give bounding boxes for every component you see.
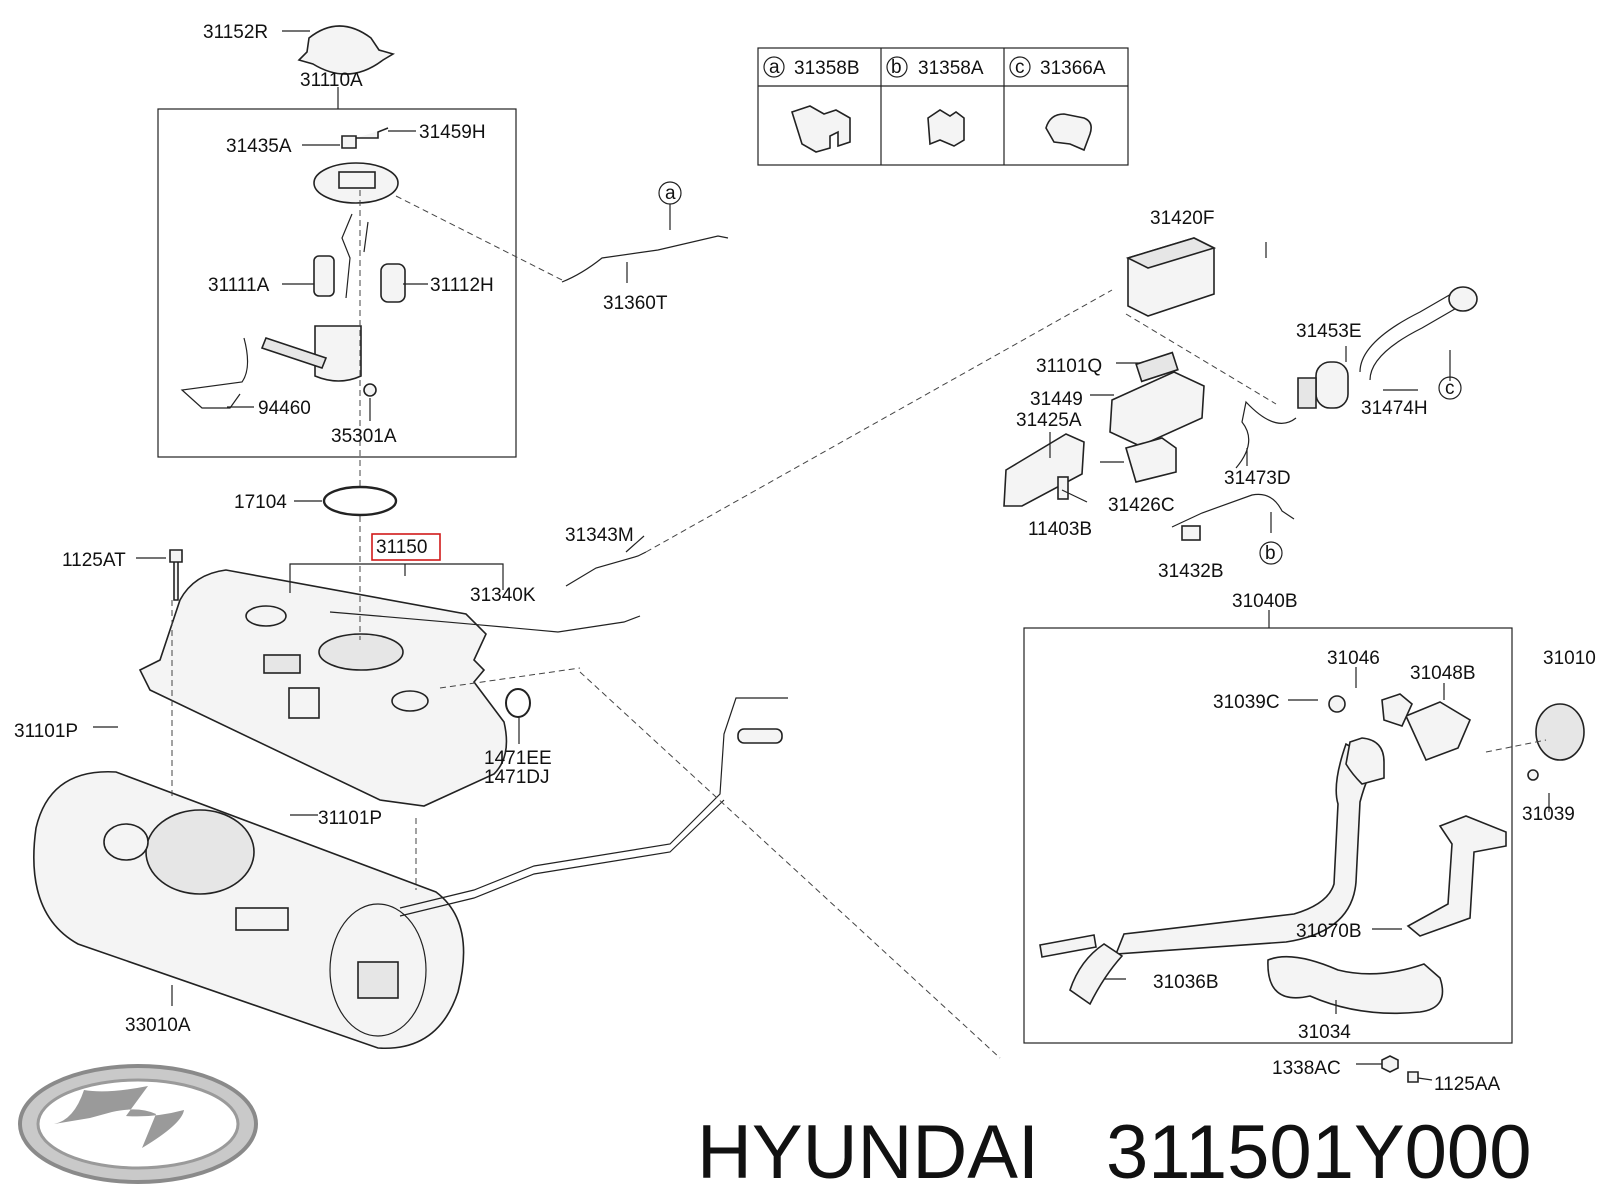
label-31112h: 31112H xyxy=(430,275,494,296)
label-31150: 31150 xyxy=(376,537,427,558)
label-31152r: 31152R xyxy=(203,22,268,43)
fuel-pump-module-group xyxy=(157,25,517,458)
lower-tank-drawing xyxy=(33,697,788,1049)
label-31474h: 31474H xyxy=(1361,398,1428,419)
callout-b-circle xyxy=(1259,541,1283,565)
label-17104: 17104 xyxy=(234,492,287,513)
brand-name: HYUNDAI xyxy=(697,1110,1039,1195)
legend-code-b: 31358A xyxy=(918,58,984,79)
legend-code-a: 31358B xyxy=(794,58,860,79)
clip-a-drawing xyxy=(791,105,851,153)
label-31340k: 31340K xyxy=(470,585,536,606)
leader-lines xyxy=(93,30,1550,1081)
legend-code-c: 31366A xyxy=(1040,58,1106,79)
legend-letter-c: c xyxy=(1015,57,1025,78)
label-33010a: 33010A xyxy=(125,1015,191,1036)
label-94460: 94460 xyxy=(258,398,311,419)
label-31039: 31039 xyxy=(1522,804,1575,825)
hyundai-logo-icon xyxy=(18,1064,258,1184)
highlight-box-31150 xyxy=(371,533,441,561)
hose-clamp-drawing xyxy=(505,688,531,718)
clip-b-drawing xyxy=(927,109,965,147)
label-31343m: 31343M xyxy=(565,525,634,546)
connector-drawing xyxy=(341,127,389,149)
callout-a-letter: a xyxy=(665,183,676,204)
nut-1338ac-drawing xyxy=(1381,1055,1399,1073)
legend-letter-b: b xyxy=(891,57,902,78)
label-31040b: 31040B xyxy=(1232,591,1298,612)
label-31473d: 31473D xyxy=(1224,468,1291,489)
callout-c-letter: c xyxy=(1445,378,1455,399)
label-31111a: 31111A xyxy=(208,275,270,296)
label-31046: 31046 xyxy=(1327,648,1380,669)
label-31039c: 31039C xyxy=(1213,692,1280,713)
clip-c-drawing xyxy=(1045,113,1092,152)
label-31426c: 31426C xyxy=(1108,495,1175,516)
lock-ring-drawing xyxy=(297,25,395,75)
label-31048b: 31048B xyxy=(1410,663,1476,684)
label-31360t: 31360T xyxy=(603,293,668,314)
filler-neck-group xyxy=(1023,627,1585,1044)
fuel-sender-drawing xyxy=(180,337,249,409)
label-31101p-upper: 31101P xyxy=(14,721,78,742)
label-31101p-lower: 31101P xyxy=(318,808,382,829)
label-31036b: 31036B xyxy=(1153,972,1219,993)
label-1471dj: 1471DJ xyxy=(484,767,550,788)
pump-reservoir-drawing xyxy=(314,325,362,382)
part-number: 311501Y000 xyxy=(1106,1110,1531,1195)
label-31453e: 31453E xyxy=(1296,321,1362,342)
label-31110a: 31110A xyxy=(300,70,363,91)
vapor-hose-31343m xyxy=(565,551,647,587)
fuel-pump-drawing xyxy=(380,263,406,303)
label-1125aa: 1125AA xyxy=(1434,1074,1501,1095)
label-31432b: 31432B xyxy=(1158,561,1224,582)
label-1338ac: 1338AC xyxy=(1272,1058,1341,1079)
bolt-1125aa-drawing xyxy=(1407,1071,1419,1083)
vapor-hose-31360t xyxy=(561,235,729,283)
o-ring-drawing xyxy=(322,485,398,517)
label-31425a: 31425A xyxy=(1016,410,1082,431)
label-31435a: 31435A xyxy=(226,136,292,157)
label-35301a: 35301A xyxy=(331,426,397,447)
canister-drawing xyxy=(1003,237,1478,541)
part-labels: 31152R 31110A 31435A 31459H 31111A 31112… xyxy=(14,22,1596,1095)
clip-legend-table: a 31358B b 31358A c 31366A xyxy=(757,47,1129,166)
fuel-filter-drawing xyxy=(313,255,335,297)
callout-c-circle xyxy=(1438,376,1462,400)
callout-a-circle xyxy=(658,181,682,205)
label-31010: 31010 xyxy=(1543,648,1596,669)
label-1471ee: 1471EE xyxy=(484,748,552,769)
label-31101q: 31101Q xyxy=(1036,356,1102,377)
fuel-line-31340k xyxy=(329,611,641,633)
label-31070b: 31070B xyxy=(1296,921,1362,942)
fuel-tank-drawing xyxy=(138,569,508,807)
label-31459h: 31459H xyxy=(419,122,486,143)
label-31420f: 31420F xyxy=(1150,208,1214,229)
label-31449: 31449 xyxy=(1030,389,1083,410)
label-1125at: 1125AT xyxy=(62,550,126,571)
bolt-1125at-drawing xyxy=(169,549,183,601)
label-31034: 31034 xyxy=(1298,1022,1351,1043)
callout-b-letter: b xyxy=(1265,543,1276,564)
legend-letter-a: a xyxy=(769,57,780,78)
label-11403b: 11403B xyxy=(1028,519,1092,540)
